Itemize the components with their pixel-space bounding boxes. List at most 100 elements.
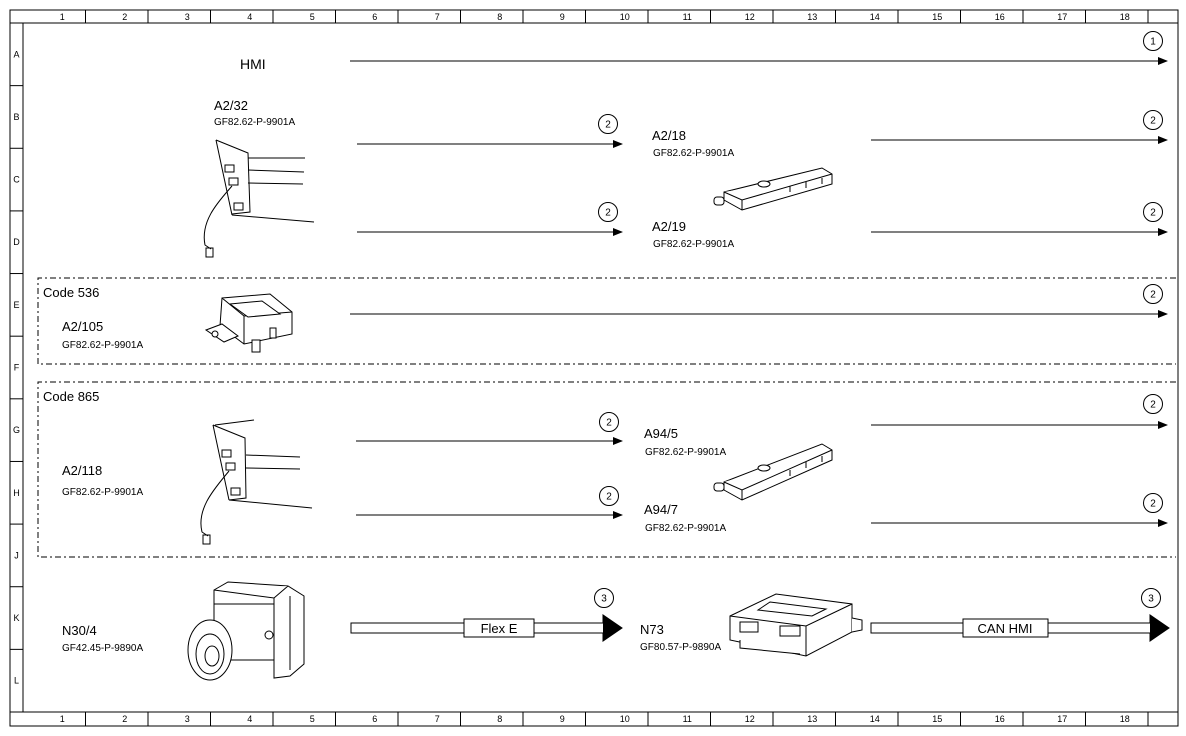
marker-2-d: 2 bbox=[1143, 202, 1163, 222]
row-letter: C bbox=[13, 175, 20, 185]
marker-2-i: 2 bbox=[1143, 493, 1163, 513]
marker-3-a: 3 bbox=[594, 588, 614, 608]
marker-2-b: 2 bbox=[598, 202, 618, 222]
marker-2-c: 2 bbox=[1143, 110, 1163, 130]
row-letter: A bbox=[13, 49, 19, 59]
column-number-top: 15 bbox=[932, 12, 942, 22]
column-number-bottom: 1 bbox=[60, 714, 65, 724]
abs-unit-n30-4-icon bbox=[187, 581, 305, 681]
sheet-border bbox=[9, 9, 1179, 727]
column-number-bottom: 13 bbox=[807, 714, 817, 724]
sensor-a2-105-icon bbox=[204, 293, 293, 353]
column-number-bottom: 2 bbox=[122, 714, 127, 724]
column-number-top: 3 bbox=[185, 12, 190, 22]
module-a2-18-icon bbox=[713, 167, 833, 211]
row-letter: H bbox=[13, 488, 20, 498]
column-number-bottom: 8 bbox=[497, 714, 502, 724]
a2-19-label: A2/19 bbox=[652, 219, 686, 234]
can-hmi-label: CAN HMI bbox=[978, 621, 1033, 636]
row-letter: B bbox=[13, 112, 19, 122]
row-letter: K bbox=[13, 613, 19, 623]
svg-text:2: 2 bbox=[1150, 499, 1156, 510]
module-a94-5-icon bbox=[713, 443, 833, 501]
row-letter: E bbox=[13, 300, 19, 310]
svg-text:2: 2 bbox=[1150, 290, 1156, 301]
column-number-top: 2 bbox=[122, 12, 127, 22]
column-number-bottom: 9 bbox=[560, 714, 565, 724]
column-number-bottom: 17 bbox=[1057, 714, 1067, 724]
row-letter: L bbox=[14, 676, 19, 686]
svg-text:2: 2 bbox=[1150, 400, 1156, 411]
a94-5-code: GF82.62-P-9901A bbox=[645, 447, 726, 458]
a2-105-code: GF82.62-P-9901A bbox=[62, 340, 143, 351]
column-number-top: 6 bbox=[372, 12, 377, 22]
column-number-top: 16 bbox=[995, 12, 1005, 22]
a94-7-label: A94/7 bbox=[644, 502, 678, 517]
svg-text:2: 2 bbox=[606, 492, 612, 503]
a2-18-label: A2/18 bbox=[652, 128, 686, 143]
svg-text:2: 2 bbox=[606, 418, 612, 429]
marker-2-a: 2 bbox=[598, 114, 618, 134]
column-number-bottom: 12 bbox=[745, 714, 755, 724]
a2-32-label: A2/32 bbox=[214, 98, 248, 113]
column-number-top: 5 bbox=[310, 12, 315, 22]
column-number-top: 7 bbox=[435, 12, 440, 22]
a2-118-code: GF82.62-P-9901A bbox=[62, 487, 143, 498]
n30-4-label: N30/4 bbox=[62, 623, 97, 638]
column-number-top: 1 bbox=[60, 12, 65, 22]
a2-18-code: GF82.62-P-9901A bbox=[653, 148, 734, 159]
column-number-bottom: 5 bbox=[310, 714, 315, 724]
column-number-top: 4 bbox=[247, 12, 252, 22]
svg-text:2: 2 bbox=[605, 120, 611, 131]
row-letter: G bbox=[13, 425, 20, 435]
column-number-top: 12 bbox=[745, 12, 755, 22]
code-865-box bbox=[37, 381, 1176, 558]
column-number-bottom: 18 bbox=[1120, 714, 1130, 724]
column-number-bottom: 16 bbox=[995, 714, 1005, 724]
a94-7-code: GF82.62-P-9901A bbox=[645, 523, 726, 534]
svg-text:2: 2 bbox=[605, 208, 611, 219]
column-number-top: 18 bbox=[1120, 12, 1130, 22]
column-number-top: 11 bbox=[683, 12, 692, 22]
column-number-bottom: 10 bbox=[620, 714, 630, 724]
svg-text:1: 1 bbox=[1150, 37, 1156, 48]
row-letter: J bbox=[14, 550, 19, 560]
svg-text:2: 2 bbox=[1150, 208, 1156, 219]
marker-2-g: 2 bbox=[599, 486, 619, 506]
a94-5-label: A94/5 bbox=[644, 426, 678, 441]
control-unit-n73-icon bbox=[729, 593, 863, 657]
svg-text:3: 3 bbox=[1148, 594, 1154, 605]
code-536-label: Code 536 bbox=[43, 285, 99, 300]
column-number-bottom: 11 bbox=[683, 714, 692, 724]
code-865-label: Code 865 bbox=[43, 389, 99, 404]
marker-1: 1 bbox=[1143, 31, 1163, 51]
code-536-box bbox=[37, 277, 1176, 365]
a2-19-code: GF82.62-P-9901A bbox=[653, 239, 734, 250]
column-number-top: 17 bbox=[1057, 12, 1067, 22]
column-number-bottom: 3 bbox=[185, 714, 190, 724]
hmi-label: HMI bbox=[240, 56, 266, 72]
marker-2-f: 2 bbox=[599, 412, 619, 432]
svg-text:3: 3 bbox=[601, 594, 607, 605]
column-number-top: 13 bbox=[807, 12, 817, 22]
n73-code: GF80.57-P-9890A bbox=[640, 642, 721, 653]
a2-118-label: A2/118 bbox=[62, 463, 102, 478]
row-letter: D bbox=[13, 237, 20, 247]
antenna-a2-32-icon bbox=[203, 139, 315, 258]
column-number-top: 9 bbox=[560, 12, 565, 22]
marker-3-b: 3 bbox=[1141, 588, 1161, 608]
a2-105-label: A2/105 bbox=[62, 319, 103, 334]
column-number-top: 8 bbox=[497, 12, 502, 22]
antenna-a2-118-icon bbox=[200, 419, 313, 545]
column-number-top: 14 bbox=[870, 12, 880, 22]
column-number-bottom: 15 bbox=[932, 714, 942, 724]
marker-2-e: 2 bbox=[1143, 284, 1163, 304]
column-number-bottom: 6 bbox=[372, 714, 377, 724]
svg-text:2: 2 bbox=[1150, 116, 1156, 127]
column-number-bottom: 14 bbox=[870, 714, 880, 724]
column-number-bottom: 4 bbox=[247, 714, 252, 724]
